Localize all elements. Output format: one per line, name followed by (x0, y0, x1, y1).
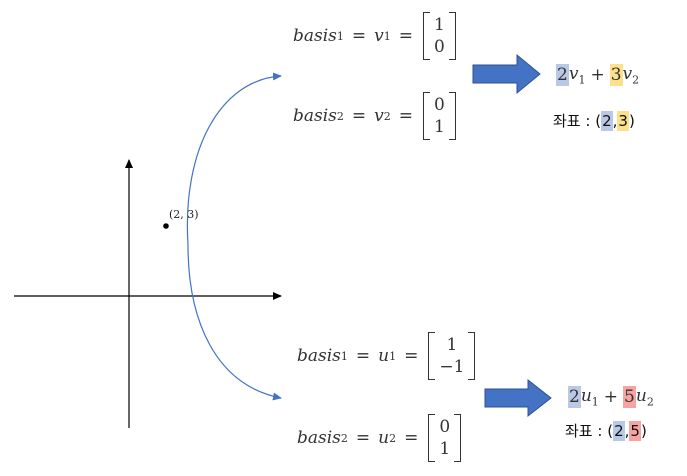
basis-index: 2 (340, 431, 348, 445)
plus-sign: + (603, 387, 619, 408)
coordinate-y: 3 (617, 111, 629, 131)
coordinate-label: 좌표 : (553, 112, 596, 130)
entry-top: 1 (434, 15, 445, 35)
equals-sign: = (351, 26, 367, 46)
curve-to-v-basis (186, 72, 282, 246)
vector-name: u (378, 346, 390, 366)
equals-sign: = (355, 346, 371, 366)
paren-open: ( (595, 112, 602, 130)
equals-sign: = (398, 26, 414, 46)
paren-close: ) (628, 112, 635, 130)
equals-sign: = (404, 428, 419, 448)
vector-name: v (622, 64, 633, 84)
equals-sign: = (404, 346, 419, 366)
equals-sign: = (398, 106, 414, 126)
basis-index: 1 (340, 349, 348, 363)
basis-name: basis (293, 106, 337, 126)
curve-to-u-basis (187, 244, 282, 401)
plus-sign: + (590, 65, 605, 86)
vector-index: 1 (383, 29, 391, 43)
coefficient-2: 3 (609, 64, 623, 87)
vector-index: 2 (632, 73, 640, 87)
basis-index: 2 (336, 109, 344, 123)
vector-name: u (635, 386, 647, 406)
coordinate-u: 좌표 : (2,5) (565, 420, 647, 441)
entry-bottom: 1 (434, 117, 445, 137)
paren-close: ) (640, 422, 647, 440)
entry-top: 1 (446, 335, 458, 355)
vector-index: 1 (591, 395, 599, 409)
coordinate-x: 2 (613, 421, 625, 441)
coefficient-1: 2 (556, 64, 569, 87)
point-dot (163, 223, 169, 229)
block-arrow-u (484, 378, 552, 418)
entry-bottom: 0 (434, 37, 445, 57)
coordinate-x: 2 (601, 111, 613, 131)
vector-name: u (580, 386, 592, 406)
entry-bottom: −1 (439, 357, 465, 377)
coordinate-label: 좌표 : (565, 422, 608, 440)
entry-top: 0 (439, 417, 451, 437)
basis-name: basis (293, 26, 337, 46)
basis-index: 1 (336, 29, 344, 43)
entry-top: 0 (434, 95, 445, 115)
paren-open: ( (607, 422, 614, 440)
vector-index: 1 (389, 349, 397, 363)
coefficient-1: 2 (568, 386, 581, 409)
coefficient-2: 5 (623, 386, 636, 409)
comma: , (624, 422, 630, 440)
vector-index: 2 (389, 431, 397, 445)
column-vector: 1−1 (428, 332, 476, 380)
block-arrow-v (472, 53, 541, 95)
comma: , (612, 112, 618, 130)
basis-name: basis (297, 346, 341, 366)
point-label: (2, 3) (169, 208, 199, 221)
equals-sign: = (351, 106, 367, 126)
vector-index: 2 (383, 109, 391, 123)
vector-name: v (374, 106, 384, 126)
vector-name: v (374, 26, 384, 46)
coordinate-y: 5 (629, 421, 641, 441)
vector-index: 1 (578, 73, 586, 87)
entry-bottom: 1 (439, 439, 451, 459)
coordinate-v: 좌표 : (2,3) (553, 110, 635, 131)
vector-name: v (568, 64, 579, 84)
vector-index: 2 (646, 395, 654, 409)
basis-name: basis (297, 428, 341, 448)
vector-name: u (378, 428, 390, 448)
equals-sign: = (355, 428, 371, 448)
